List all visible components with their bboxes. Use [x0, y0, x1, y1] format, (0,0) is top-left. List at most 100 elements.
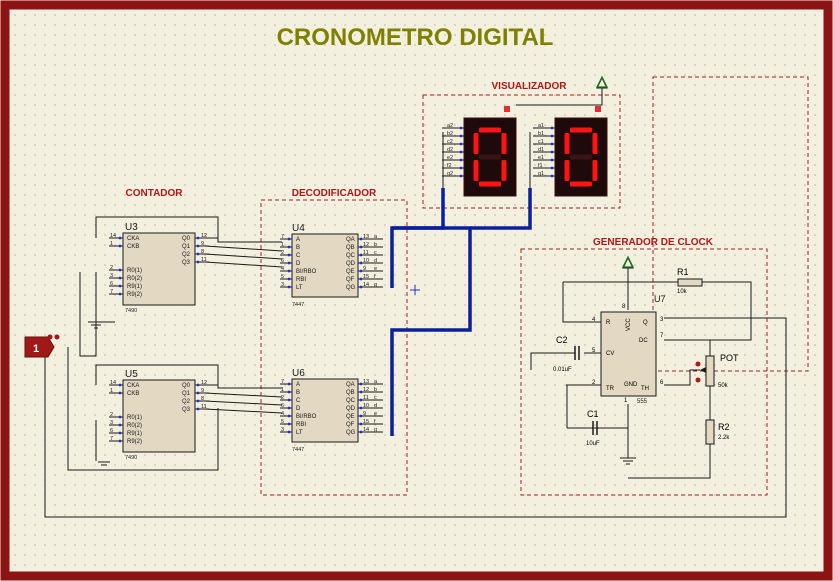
c2-ref: C2: [556, 335, 568, 345]
pin-dot: [196, 244, 200, 248]
display-segment: [564, 160, 570, 181]
pin-dot: [118, 236, 122, 240]
pin-dot: [550, 158, 554, 162]
pot-ctrl-up-icon[interactable]: [695, 361, 701, 367]
pin-dot: [287, 414, 291, 418]
resistor-r2[interactable]: R2 2.2k: [705, 419, 730, 445]
chip-pin-num: 14: [363, 427, 369, 433]
display-pin-label: d2: [447, 147, 453, 153]
chip-body: [122, 232, 196, 306]
pin-dot: [118, 391, 122, 395]
chip-pin-name: QB: [346, 245, 355, 251]
pin-dot: [196, 252, 200, 256]
counter-chip-u5[interactable]: U57490CKA14CKB1R0(1)2R0(2)3R9(1)6R9(2)7Q…: [109, 369, 209, 461]
pin-dot: [287, 261, 291, 265]
pin-dot: [359, 277, 363, 281]
pin-dot: [550, 126, 554, 130]
display-pin-label: c1: [538, 139, 544, 145]
chip-pin-name: QE: [346, 414, 355, 420]
chip-pin-name: QC: [346, 253, 356, 259]
pin-dot: [118, 423, 122, 427]
resistor-r1[interactable]: R1 10k: [677, 267, 703, 295]
chip-net-label: f: [374, 274, 376, 280]
chip-pin-name: QD: [346, 261, 356, 267]
capacitor-c1[interactable]: C1 10uF: [586, 409, 600, 447]
chip-pin-name: R9(1): [127, 431, 142, 437]
chip-net-label: b: [374, 387, 377, 393]
chip-pin-name: QD: [346, 406, 356, 412]
chip-net-label: g: [374, 282, 377, 288]
timer-chip-u7[interactable]: U7 555 R 4 VCC 8 Q 3 DC 7 CV 5 TR 2 GND …: [592, 294, 666, 405]
c1-ref: C1: [587, 409, 599, 419]
contador-label: CONTADOR: [125, 188, 183, 199]
chip-pin-name: CKB: [127, 391, 139, 397]
decodificador-box: [260, 199, 408, 496]
chip-pin-name: CKA: [127, 383, 139, 389]
chip-pin-num: 9: [363, 411, 366, 417]
chip-pin-name: QF: [346, 277, 355, 283]
chip-pin-num: 9: [201, 388, 204, 394]
chip-pin-name: QG: [346, 430, 356, 436]
potentiometer-pot[interactable]: POT 50k: [695, 353, 740, 389]
pin-dot: [550, 134, 554, 138]
chip-pin-num: 2: [281, 395, 284, 401]
segment-bus-right: [470, 188, 532, 230]
chip-pin-num: 7: [110, 289, 113, 295]
pin-dot: [287, 390, 291, 394]
wiring: [44, 76, 787, 518]
chip-pin-num: 6: [281, 403, 284, 409]
chip-pin-name: QE: [346, 269, 355, 275]
display-segment: [501, 133, 507, 154]
pin-dot: [359, 382, 363, 386]
chip-net-label: a: [374, 234, 378, 240]
chip-net-label: g: [374, 427, 377, 433]
chip-pin-num: 3: [110, 420, 113, 426]
pin-dot: [459, 166, 463, 170]
chip-pin-name: R0(1): [127, 268, 142, 274]
input-terminal[interactable]: 1: [24, 334, 60, 358]
pin-dot: [359, 422, 363, 426]
pin-dot: [196, 391, 200, 395]
display-common-pin: [595, 106, 601, 112]
chip-body: [122, 379, 196, 453]
c1-value: 10uF: [586, 441, 600, 447]
chip-net-label: f: [374, 419, 376, 425]
chip-pin-name: Q3: [182, 260, 191, 266]
display-segment: [570, 181, 592, 187]
chip-pin-num: 15: [363, 274, 369, 280]
pin-dot: [550, 174, 554, 178]
pin-dot: [287, 253, 291, 257]
chip-pin-name: Q3: [182, 407, 191, 413]
chip-pin-num: 10: [363, 403, 369, 409]
display-pin-label: d1: [538, 147, 544, 153]
input-terminal-label: 1: [33, 343, 39, 355]
chip-pin-num: 8: [201, 396, 204, 402]
display-pin-label: a1: [538, 123, 544, 129]
timer-pin-r: R: [606, 320, 611, 326]
chip-net-label: e: [374, 266, 377, 272]
timer-pin-r-num: 4: [592, 317, 596, 323]
chip-pin-num: 5: [281, 419, 284, 425]
chip-part: 7447: [292, 447, 304, 453]
pin-dot: [196, 407, 200, 411]
chip-part: 7490: [125, 308, 137, 314]
pin-dot: [196, 383, 200, 387]
pot-ctrl-down-icon[interactable]: [695, 377, 701, 383]
timer-pin-q: Q: [643, 320, 648, 326]
pin-dot: [287, 237, 291, 241]
display-pin-label: e2: [447, 155, 453, 161]
chip-ref: U5: [125, 369, 138, 380]
pin-dot: [550, 150, 554, 154]
counter-chip-u3[interactable]: U37490CKA14CKB1R0(1)2R0(2)3R9(1)6R9(2)7Q…: [109, 222, 209, 314]
pin-dot: [118, 284, 122, 288]
chip-ref: U4: [292, 223, 305, 234]
chip-pin-num: 3: [281, 427, 284, 433]
chip-pin-num: 7: [281, 379, 284, 385]
chip-pin-num: 9: [201, 241, 204, 247]
timer-pin-th-num: 6: [660, 380, 664, 386]
chip-pin-name: BI/RBO: [296, 414, 317, 420]
chip-pin-name: QA: [346, 382, 355, 388]
capacitor-c2[interactable]: C2 0.01uF: [553, 335, 580, 373]
